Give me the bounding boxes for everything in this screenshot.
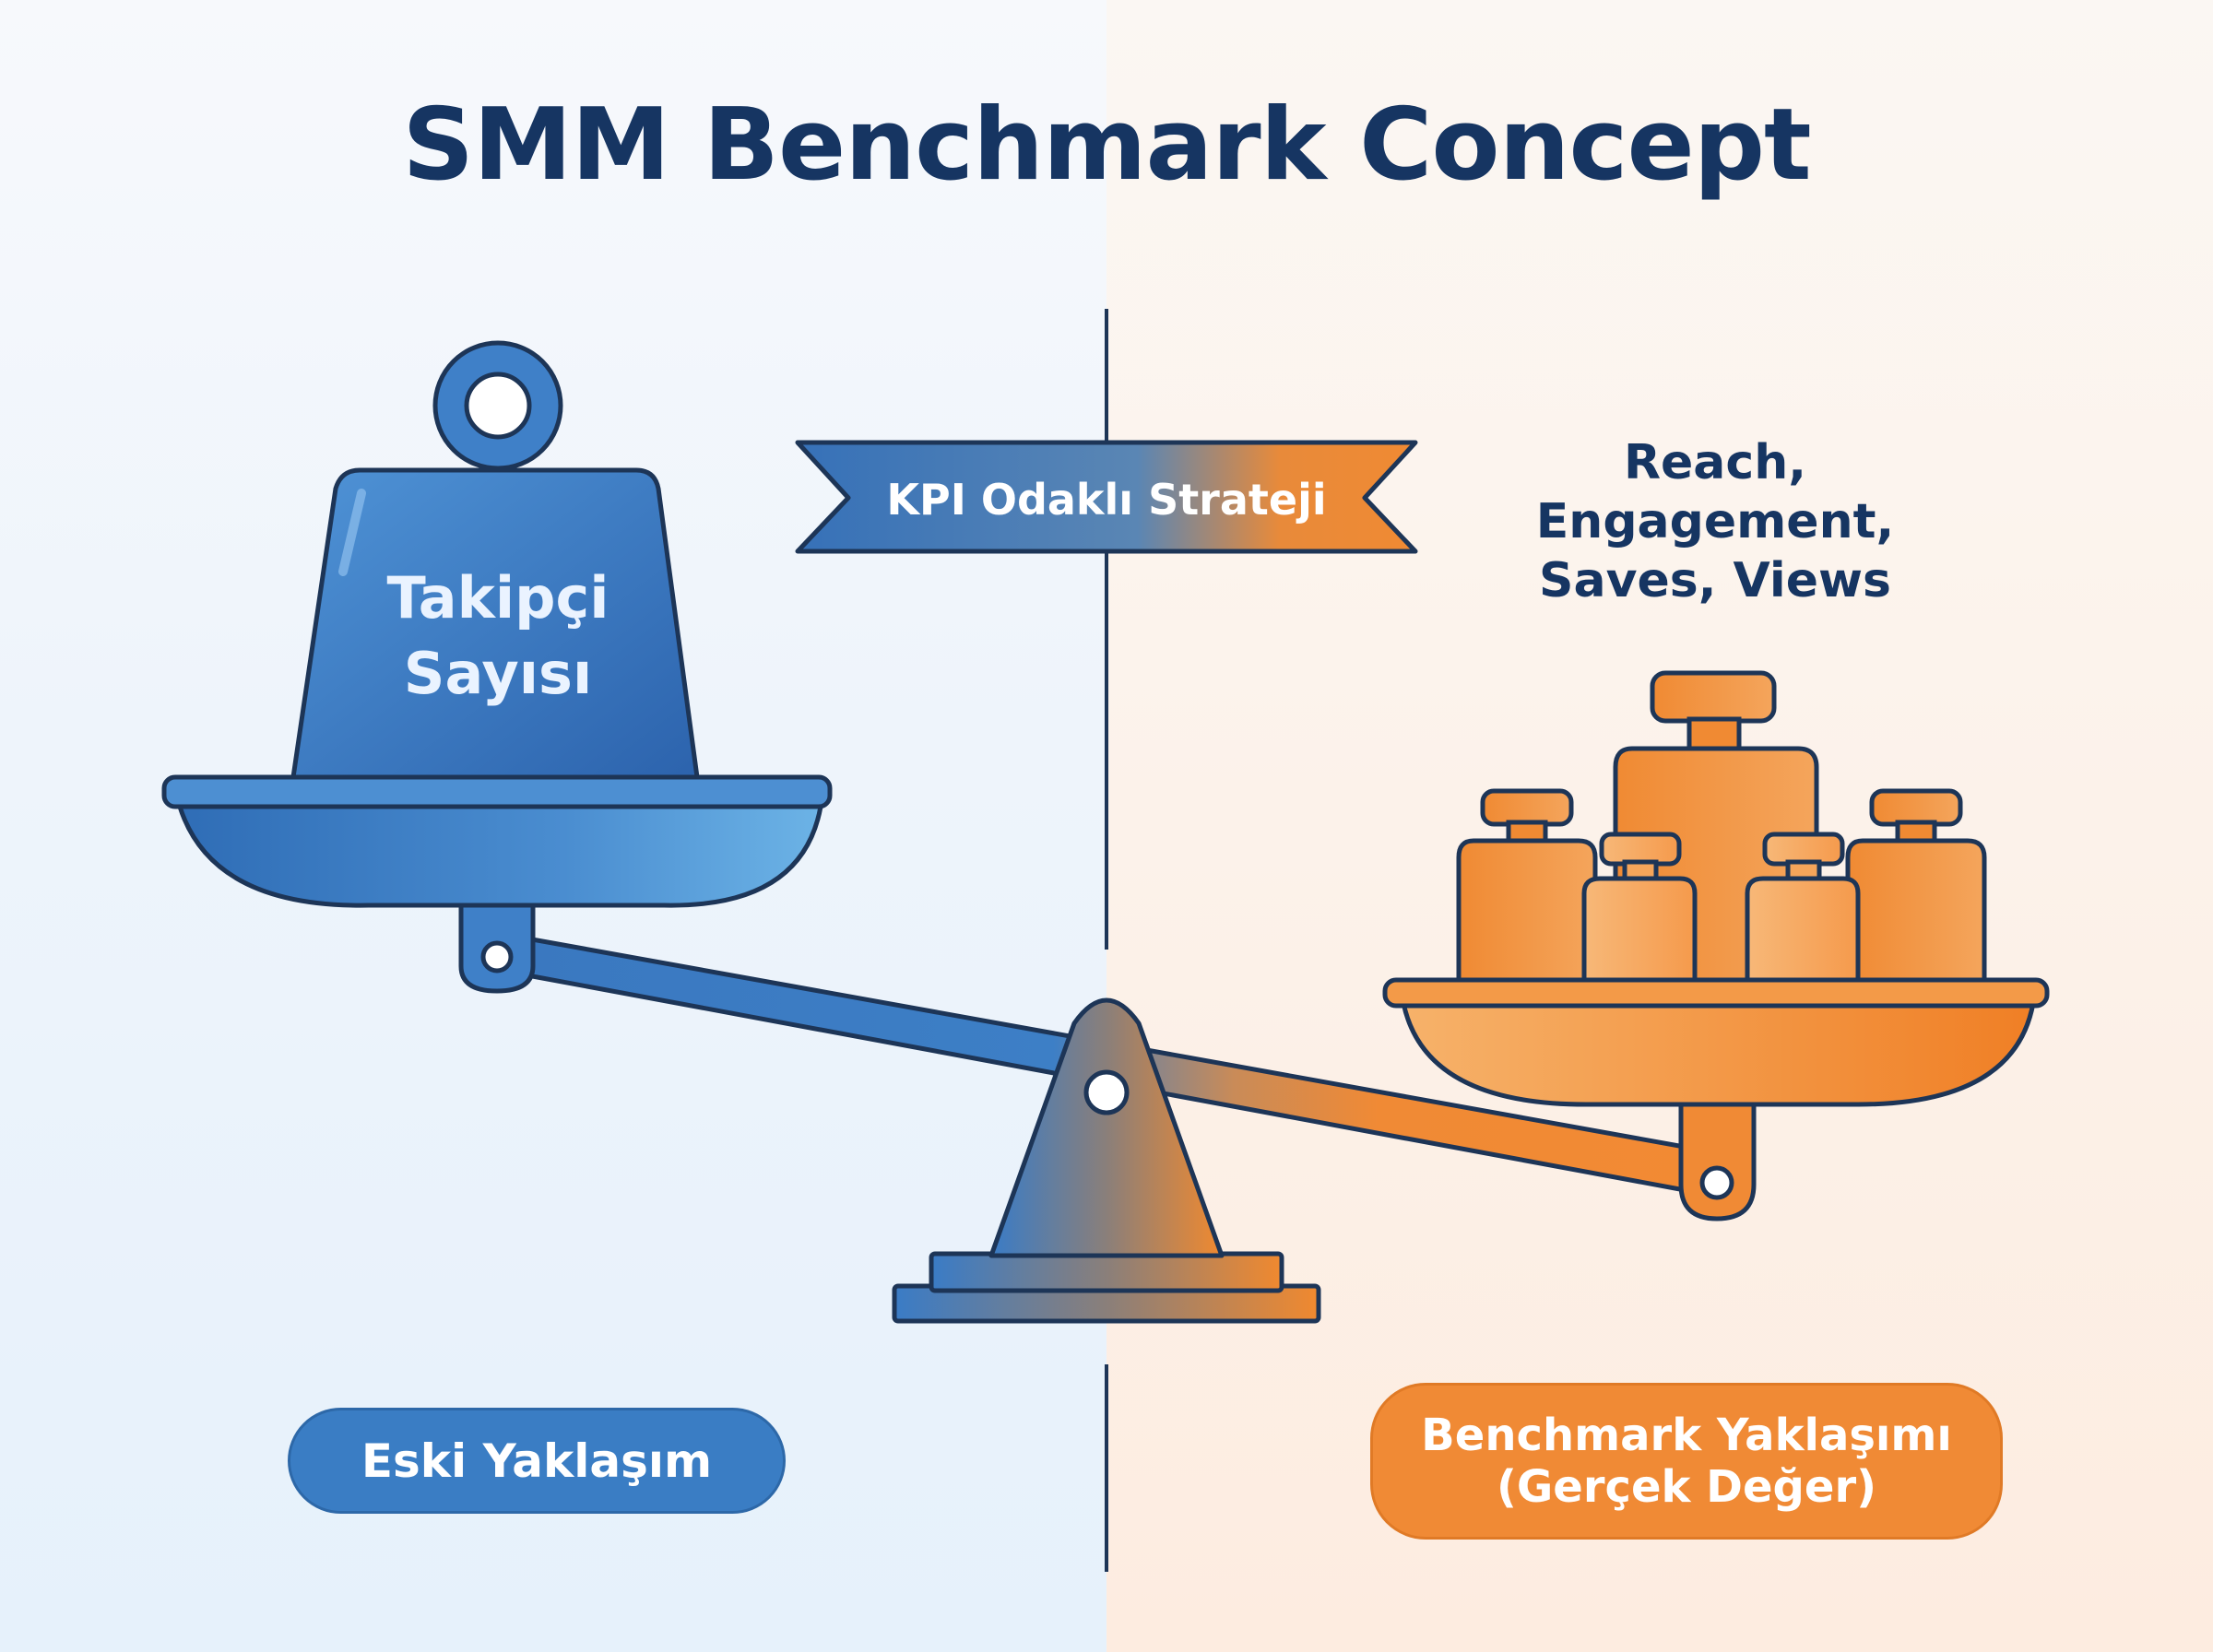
ribbon-label: KPI Odaklı Strateji <box>886 475 1327 525</box>
metrics-list: Reach, Engagement, Saves, Views <box>1438 433 1992 610</box>
right-weights <box>1456 670 1987 983</box>
scale-fulcrum <box>892 997 1321 1324</box>
benchmark-approach-line1: Benchmark Yaklaşımı <box>1421 1410 1952 1461</box>
metrics-line3: Saves, Views <box>1539 553 1891 608</box>
right-hanger <box>1678 1099 1757 1221</box>
weight-label-line1: Takipçi <box>386 564 609 631</box>
metrics-line2: Engagement, <box>1535 494 1895 549</box>
weight-label: Takipçi Sayısı <box>332 560 664 712</box>
page-title: SMM Benchmark Concept <box>402 88 1811 203</box>
weight-label-line2: Sayısı <box>403 640 593 707</box>
benchmark-approach-pill: Benchmark Yaklaşımı (Gerçek Değer) <box>1370 1383 2003 1540</box>
left-hanger <box>458 901 536 994</box>
metrics-line1: Reach, <box>1624 435 1806 490</box>
old-approach-pill: Eski Yaklaşım <box>288 1408 786 1514</box>
ribbon-banner <box>795 440 1418 554</box>
left-pan <box>161 774 833 908</box>
right-pan <box>1382 977 2050 1107</box>
benchmark-approach-line2: (Gerçek Değer) <box>1496 1461 1877 1513</box>
left-weight <box>290 340 700 780</box>
